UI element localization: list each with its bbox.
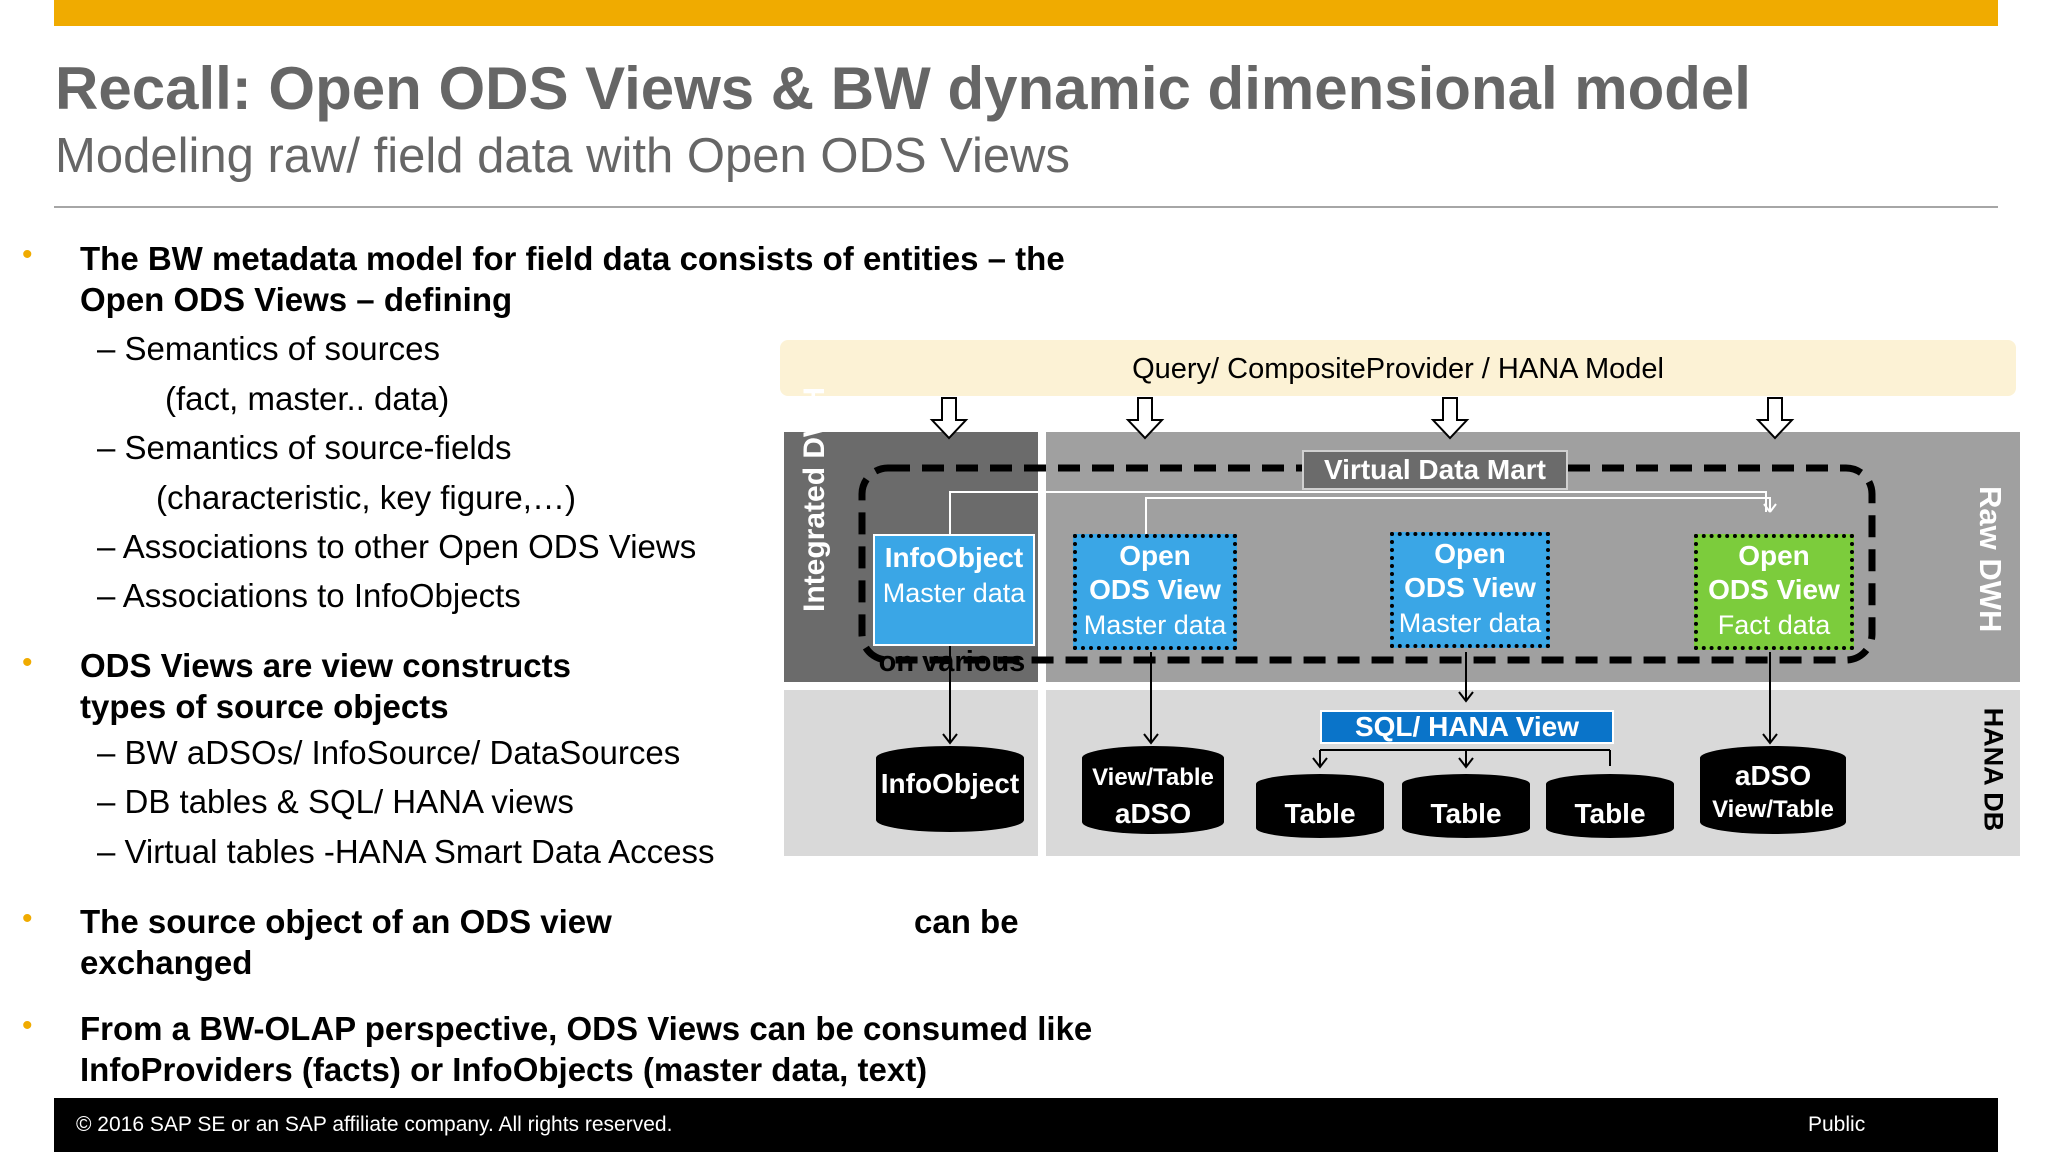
db-table-cylinder[interactable]: Table <box>1402 774 1530 838</box>
bullet-2-line-2: types of source objects <box>80 688 449 725</box>
bullet-3-tail: can be <box>914 903 1019 940</box>
bullet-2-line-1: ODS Views are view constructs <box>80 647 571 684</box>
bullet-icon: • <box>22 646 33 679</box>
bullet-4-line-1: From a BW-OLAP perspective, ODS Views ca… <box>80 1010 1093 1047</box>
bullet-1-sub-5: – Associations to other Open ODS Views <box>97 528 697 565</box>
db-viewtable-line2: aDSO <box>1114 798 1192 829</box>
bullet-icon: • <box>22 1009 33 1042</box>
infoobject-box-title: InfoObject <box>884 542 1024 573</box>
db-infoobject-cylinder[interactable]: InfoObject <box>876 746 1024 832</box>
title-divider <box>54 206 1998 208</box>
db-table-cylinder[interactable]: Table <box>1256 774 1384 838</box>
bullet-3-line-1: The source object of an ODS view <box>80 903 612 940</box>
down-arrow-icon <box>1755 397 1795 440</box>
bullet-1-line-2: Open ODS Views – defining <box>80 281 513 318</box>
ods-master-2-title: Open <box>1434 538 1506 569</box>
bullet-icon: • <box>22 902 33 935</box>
ods-fact-sub: Fact data <box>1717 610 1831 640</box>
bullet-2-sub-2: – DB tables & SQL/ HANA views <box>97 783 574 820</box>
infoobject-box-sub: Master data <box>882 578 1026 608</box>
virtual-data-mart-label: Virtual Data Mart <box>1302 450 1568 490</box>
ods-master-1-sub: Master data <box>1083 610 1227 640</box>
accent-bar <box>54 0 1998 26</box>
down-arrow-icon <box>929 397 969 440</box>
db-adso-cylinder[interactable]: aDSO View/Table <box>1700 746 1846 834</box>
db-table-cylinder[interactable]: Table <box>1546 774 1674 838</box>
bullet-1-sub-6: – Associations to InfoObjects <box>97 577 521 614</box>
infoobject-master-box[interactable]: InfoObject Master data <box>873 534 1035 646</box>
raw-dwh-label: Raw DWH <box>1973 486 2008 633</box>
bullet-1-sub-2: (fact, master.. data) <box>165 380 450 417</box>
db-viewtable-cylinder[interactable]: View/Table aDSO <box>1082 746 1224 834</box>
ods-master-2-sub: Master data <box>1398 608 1542 638</box>
bullet-1-sub-3: – Semantics of source-fields <box>97 429 512 466</box>
db-infoobject-label: InfoObject <box>880 768 1020 799</box>
bullet-2-sub-3: – Virtual tables -HANA Smart Data Access <box>97 833 715 870</box>
integrated-dwh-label: Integrated DWH <box>798 387 832 612</box>
bullet-1-line-1: The BW metadata model for field data con… <box>80 240 1065 277</box>
bullet-3-line-2: exchanged <box>80 944 253 981</box>
ods-fact-title: Open <box>1738 540 1810 571</box>
ods-fact-title2: ODS View <box>1708 574 1840 605</box>
bullet-1-sub-1: – Semantics of sources <box>97 330 440 367</box>
query-bar-label: Query/ CompositeProvider / HANA Model <box>1132 353 1664 385</box>
footer-bar <box>54 1098 1998 1152</box>
page-subtitle: Modeling raw/ field data with Open ODS V… <box>55 129 1070 183</box>
db-adso-line2: View/Table <box>1712 796 1834 823</box>
ods-view-master-2[interactable]: Open ODS View Master data <box>1390 532 1550 648</box>
hana-db-label: HANA DB <box>1978 707 2009 832</box>
db-table-label: Table <box>1430 798 1502 829</box>
bullet-4-line-2: InfoProviders (facts) or InfoObjects (ma… <box>80 1051 928 1088</box>
ods-master-1-title2: ODS View <box>1089 574 1221 605</box>
query-bar <box>780 340 2016 396</box>
ods-master-2-title2: ODS View <box>1404 572 1536 603</box>
db-table-label: Table <box>1574 798 1646 829</box>
footer-copyright: © 2016 SAP SE or an SAP affiliate compan… <box>76 1113 673 1136</box>
page-title: Recall: Open ODS Views & BW dynamic dime… <box>55 55 1751 122</box>
bullet-1-sub-4: (characteristic, key figure,…) <box>156 479 576 516</box>
down-arrow-icon <box>1430 397 1470 440</box>
sql-hana-view-box[interactable]: SQL/ HANA View <box>1320 710 1614 744</box>
db-viewtable-line1: View/Table <box>1092 764 1214 791</box>
bullet-2-sub-1: – BW aDSOs/ InfoSource/ DataSources <box>97 734 681 771</box>
bullet-2-overlay-text: on various <box>878 646 1026 678</box>
db-table-label: Table <box>1284 798 1356 829</box>
db-adso-line1: aDSO <box>1734 760 1812 791</box>
bullet-icon: • <box>22 238 33 271</box>
ods-view-fact[interactable]: Open ODS View Fact data <box>1694 534 1854 650</box>
ods-master-1-title: Open <box>1119 540 1191 571</box>
down-arrow-icon <box>1125 397 1165 440</box>
footer-classification: Public <box>1808 1113 1866 1136</box>
ods-view-master-1[interactable]: Open ODS View Master data <box>1073 534 1237 650</box>
